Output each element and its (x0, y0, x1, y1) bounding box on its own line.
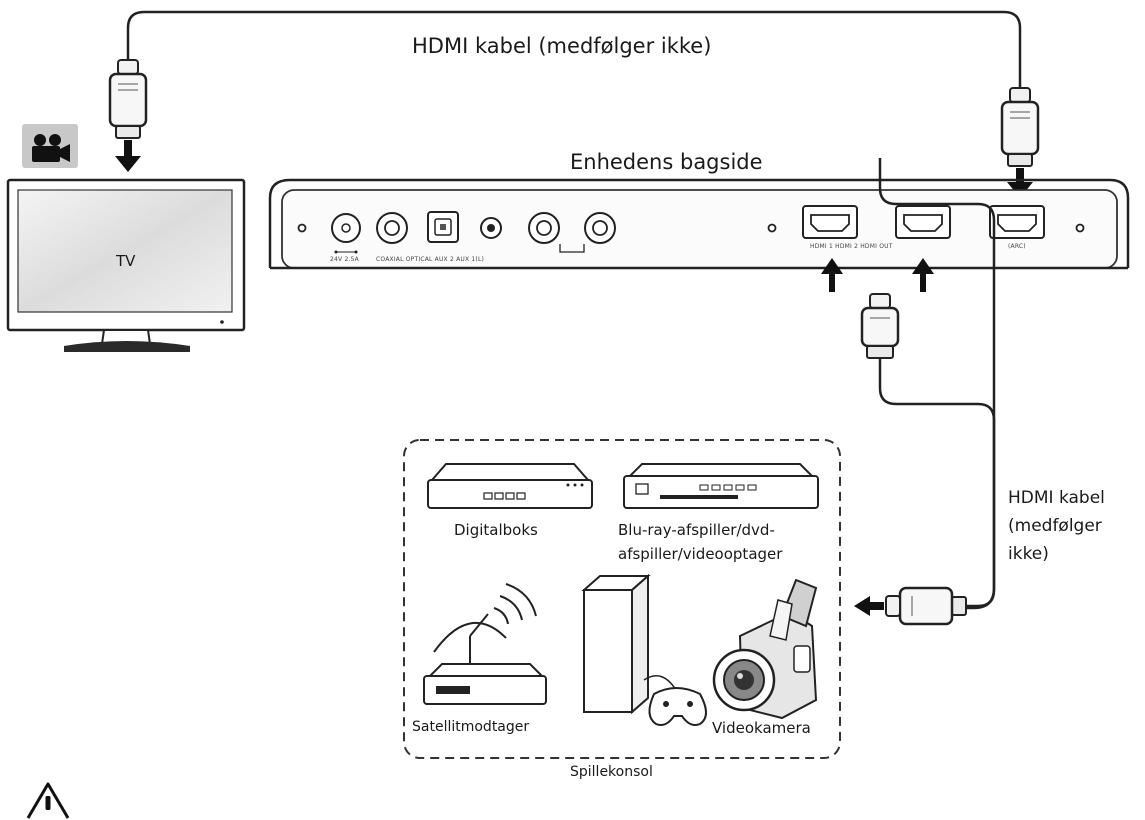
digitalbox-label: Digitalboks (454, 521, 538, 539)
side-cable-label-line1: HDMI kabel (1008, 488, 1105, 508)
top-cable-label: HDMI kabel (medfølger ikke) (412, 34, 712, 58)
camcorder-illustration (712, 578, 818, 720)
warning-triangle-icon (26, 782, 70, 819)
tv-hdmi-plug (108, 59, 148, 139)
hdmi-port-1 (802, 205, 858, 239)
game-console-illustration (581, 573, 707, 726)
tv-illustration (6, 178, 246, 352)
bluray-player-illustration (623, 463, 819, 509)
digital-box-illustration (427, 463, 593, 509)
bluray-label-line2: afspiller/videooptager (618, 545, 783, 563)
power-port-label: 24V 2.5A (330, 256, 359, 263)
hdmi2-input-arrow (912, 258, 934, 292)
device-rear-panel (268, 178, 1130, 270)
console-label: Spillekonsol (570, 764, 653, 780)
source-hdmi-plug-side (885, 586, 967, 626)
device-rear-label: Enhedens bagside (570, 150, 763, 174)
video-camera-icon (22, 124, 78, 168)
bluray-label-line1: Blu-ray-afspiller/dvd- (618, 521, 775, 539)
satellite-receiver-illustration (423, 583, 547, 705)
arc-input-arrow (1007, 168, 1033, 198)
satellite-label: Satellitmodtager (412, 719, 530, 735)
source-arrow-left (854, 596, 884, 616)
hdmi-arc-port (989, 205, 1045, 239)
tv-label: TV (116, 252, 136, 270)
arc-port-label: (ARC) (1008, 243, 1026, 250)
hdmi-out-port (895, 205, 951, 239)
source-devices-box (403, 439, 841, 759)
side-cable-label-line2: (medfølger (1008, 516, 1102, 536)
side-cable-label-line3: ikke) (1008, 544, 1049, 564)
hdmi-ports-label: HDMI 1 HDMI 2 HDMI OUT (810, 243, 893, 250)
audio-ports-label: COAXIAL OPTICAL AUX 2 AUX 1(L) (376, 256, 485, 263)
top-hdmi-cable (126, 10, 1022, 92)
source-hdmi-plug-top (860, 293, 900, 359)
device-hdmi-plug-top (1000, 87, 1040, 167)
camcorder-label: Videokamera (712, 719, 811, 737)
hdmi1-input-arrow (821, 258, 843, 292)
tv-input-arrow (115, 140, 141, 172)
